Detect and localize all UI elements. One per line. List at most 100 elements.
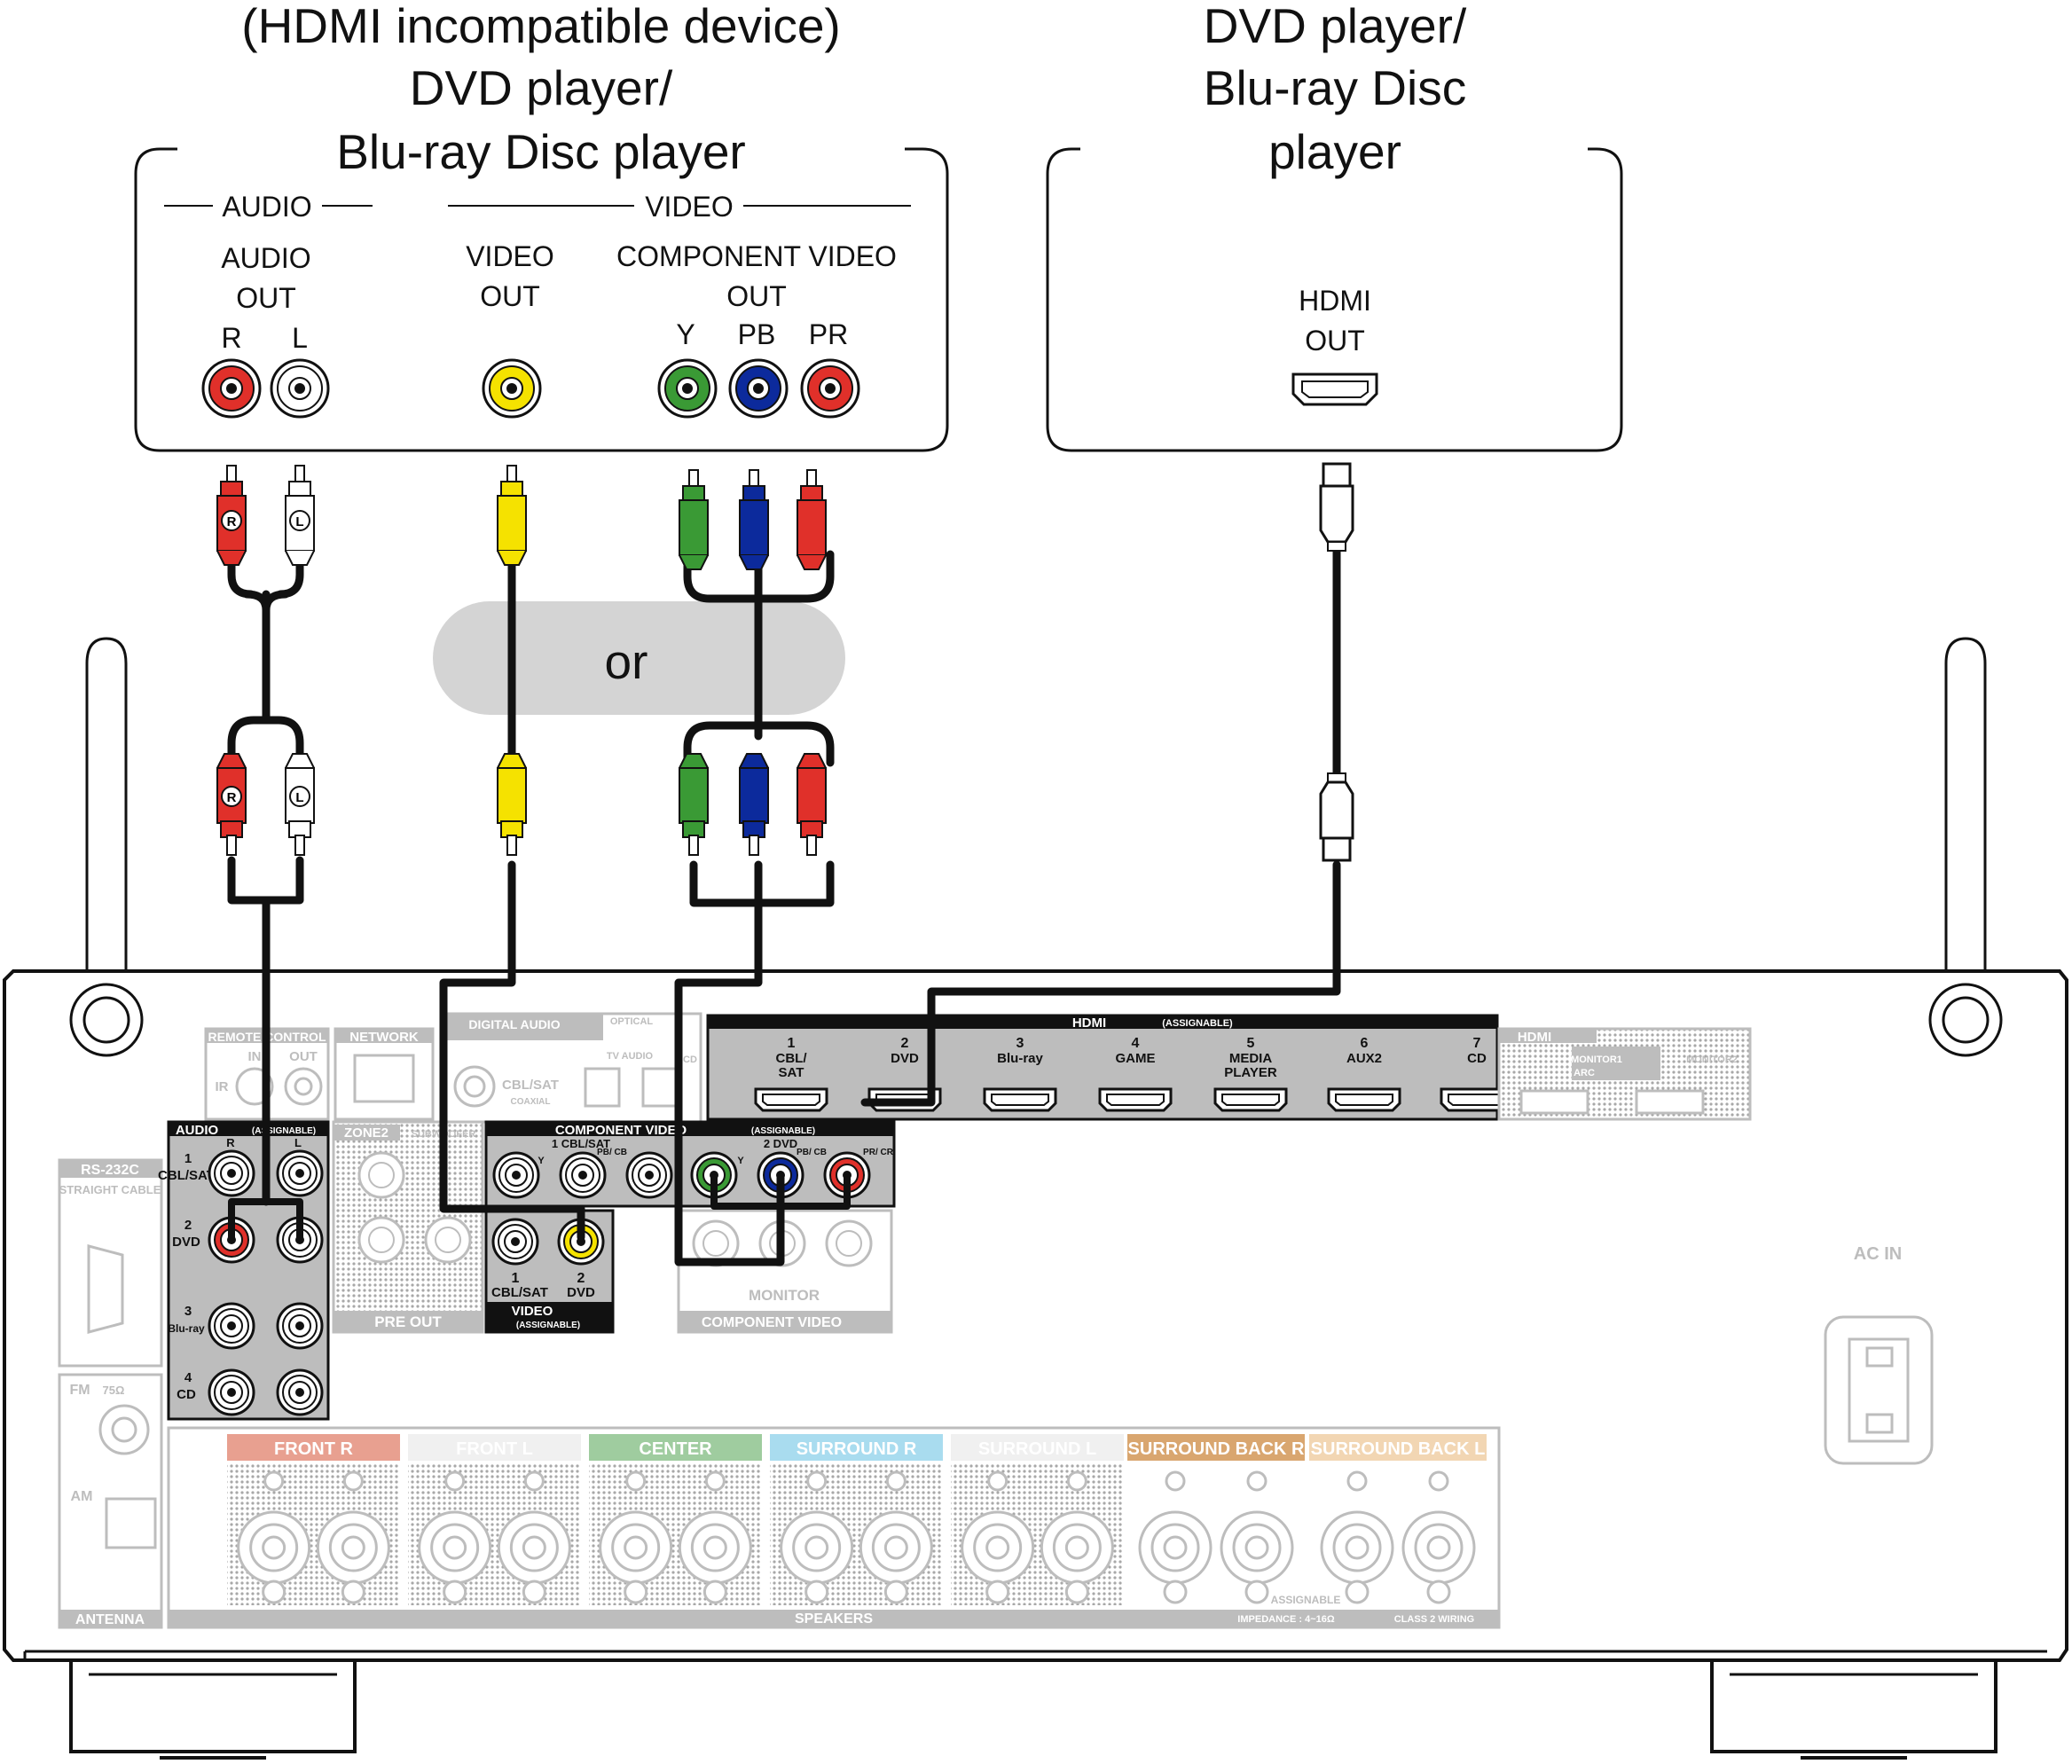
zone2-label: ZONE2 [344, 1125, 388, 1141]
video-out-jack [482, 358, 542, 419]
audio-in-l-jack [276, 1368, 324, 1416]
hdmi-in-name: GAME [1116, 1051, 1156, 1066]
am-label: AM [71, 1489, 93, 1504]
or-label: or [605, 634, 648, 689]
hdmi-in-name: CBL/ [776, 1051, 808, 1066]
hdmi-out-label-1: HDMI [1299, 285, 1371, 317]
hdmi-monitor2-port [1635, 1089, 1705, 1115]
hdmi-in-name: SAT [779, 1065, 804, 1080]
ac-in-label: AC IN [1854, 1244, 1902, 1264]
speaker-group-label: FRONT L [456, 1439, 533, 1459]
fm-label: FM [69, 1383, 90, 1398]
digital-audio-label: DIGITAL AUDIO [468, 1017, 560, 1031]
video-in-2-name: DVD [567, 1285, 595, 1300]
video-cable-to-receiver [439, 860, 585, 1242]
audio-row-num: 3 [184, 1304, 192, 1319]
speakers-label: SPEAKERS [795, 1611, 873, 1627]
pre-out-panel: ZONE2 SUBWOOFER PRE OUT [332, 1120, 484, 1334]
audio-r-plug-bottom: R [216, 753, 247, 856]
video-in-1-name: CBL/SAT [491, 1285, 548, 1300]
audio-cable-to-receiver [227, 856, 304, 1206]
audio-row-name: CD [177, 1387, 196, 1402]
video-plug-bottom [497, 753, 527, 856]
arc-label: ARC [1574, 1068, 1595, 1078]
audio-in-label: AUDIO [176, 1123, 219, 1138]
hdmi-in-port [1327, 1087, 1401, 1112]
hdmi-in-port [983, 1087, 1057, 1112]
left-title-line2: DVD player/ [410, 60, 673, 115]
video-in-1-jack [491, 1218, 539, 1266]
or-badge [433, 601, 845, 715]
svg-text:L: L [295, 790, 303, 805]
audio-out-label-2: OUT [236, 282, 296, 314]
pb-label: PB [738, 318, 776, 350]
comp2-pb-label: PB/ CB [797, 1148, 827, 1157]
comp1-pb-label: PB/ CB [597, 1148, 627, 1157]
y-label: Y [676, 318, 695, 350]
l-label: L [292, 322, 308, 354]
antenna-left [69, 637, 144, 1057]
audio-l-plug-top: L [285, 465, 315, 566]
cbl-sat-coax-label: CBL/SAT [502, 1078, 559, 1093]
speaker-group: FRONT L [408, 1434, 581, 1605]
video-in-assignable-label: (ASSIGNABLE) [516, 1321, 580, 1330]
hdmi-plug-top [1319, 462, 1354, 552]
antenna-label: ANTENNA [75, 1612, 145, 1627]
hdmi-in-port [1098, 1087, 1173, 1112]
class2-label: CLASS 2 WIRING [1394, 1614, 1474, 1625]
straight-cable-label: STRAIGHT CABLE [59, 1183, 161, 1196]
component-in-jack [625, 1151, 673, 1199]
component-y-plug-bottom [679, 753, 709, 856]
right-device-outline [1046, 147, 1623, 452]
monitor1-label: MONITOR1 [1571, 1054, 1622, 1065]
right-title-line1: DVD player/ [1204, 0, 1467, 53]
audio-in-r-label: R [226, 1136, 235, 1149]
hdmi-in-port [1213, 1087, 1288, 1112]
comp1-y-label: Y [538, 1156, 545, 1166]
component-out-label-1: COMPONENT VIDEO [616, 240, 897, 272]
hdmi-monitor1-port [1519, 1089, 1589, 1115]
component-cable-to-receiver [674, 860, 835, 1266]
left-title-line3: Blu-ray Disc player [336, 124, 746, 179]
audio-row-name: CBL/SAT [158, 1168, 215, 1183]
component-out-label: COMPONENT VIDEO [702, 1315, 842, 1330]
r-label: R [221, 322, 241, 354]
audio-r-out-jack [201, 358, 262, 419]
component-pr-plug-bottom [797, 753, 827, 856]
speaker-group: FRONT R [227, 1434, 400, 1605]
video-out-label-1: VIDEO [466, 240, 554, 272]
speaker-group: SURROUND BACK R [1127, 1434, 1305, 1604]
audio-in-assignable-label: (ASSIGNABLE) [252, 1126, 316, 1136]
video-in-panel: 1 2 CBL/SAT DVD VIDEO (ASSIGNABLE) [484, 1209, 615, 1334]
audio-in-panel: AUDIO (ASSIGNABLE) R L 1CBL/SAT2DVD3Blu-… [158, 1120, 330, 1421]
foot-left [69, 1660, 357, 1753]
video-in-1-num: 1 [512, 1271, 520, 1286]
hdmi-in-name: AUX2 [1346, 1051, 1382, 1066]
hdmi-in-name: DVD [891, 1051, 919, 1066]
remote-in-label: IN [248, 1049, 262, 1064]
speaker-group: SURROUND R [770, 1434, 943, 1605]
component-in-jack [559, 1151, 607, 1199]
video-plug-top [497, 465, 527, 566]
pre-out-label: PRE OUT [374, 1313, 442, 1330]
coaxial-label: COAXIAL [511, 1097, 551, 1107]
hdmi-in-num: 3 [1016, 1036, 1024, 1051]
comp2-pr-label: PR/ CR [863, 1148, 894, 1157]
audio-row-name: DVD [172, 1235, 200, 1250]
foot-right [1710, 1660, 1997, 1753]
component-in-1-label: 1 CBL/SAT [552, 1137, 610, 1150]
svg-text:R: R [227, 790, 237, 805]
svg-text:L: L [295, 514, 303, 529]
speaker-group: SURROUND BACK L [1309, 1434, 1487, 1604]
hdmi-out-port [1291, 372, 1378, 406]
speaker-group: SURROUND L [951, 1434, 1124, 1605]
hdmi-in-name: Blu-ray [997, 1051, 1043, 1066]
right-title-line3: player [1268, 124, 1401, 179]
audio-cable-bottom-split [227, 716, 304, 778]
tv-audio-label: TV AUDIO [607, 1051, 654, 1062]
hdmi-in-port [754, 1087, 828, 1112]
video-out-label-2: OUT [480, 280, 540, 312]
monitor-label: MONITOR [749, 1287, 820, 1304]
component-pr-plug-top [797, 469, 827, 570]
